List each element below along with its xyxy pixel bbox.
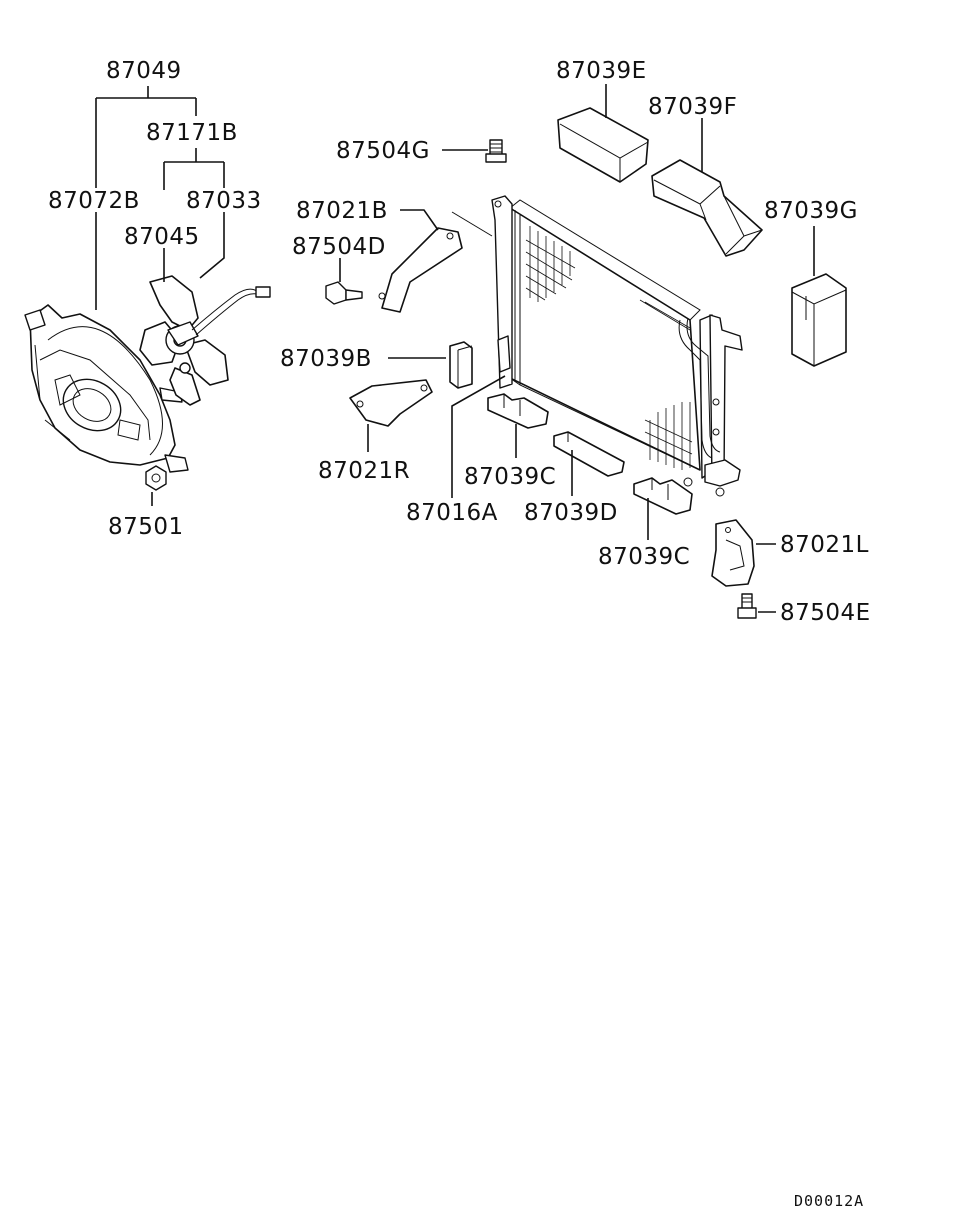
label-87039G: 87039G (764, 198, 858, 224)
nut-87501 (145, 465, 167, 491)
condenser-87016A (491, 195, 743, 497)
label-87039F: 87039F (648, 94, 737, 120)
fan-blade-87045 (139, 275, 229, 406)
label-87033: 87033 (186, 188, 262, 214)
pad-87039E (557, 84, 649, 183)
pad-87039B (388, 341, 473, 389)
fan-motor-87033 (167, 286, 271, 374)
leader-87016A (451, 375, 506, 498)
pad-87039D (553, 431, 625, 496)
label-87039C-lower: 87039C (598, 544, 690, 570)
drawing-code: D00012A (794, 1192, 864, 1210)
label-87021R: 87021R (318, 458, 410, 484)
bracket-87021L (711, 519, 776, 587)
pad-87039C-a (487, 393, 549, 458)
label-87021L: 87021L (780, 532, 869, 558)
label-87039D: 87039D (524, 500, 618, 526)
label-87504G: 87504G (336, 138, 430, 164)
label-87045: 87045 (124, 224, 200, 250)
label-87039C-upper: 87039C (464, 464, 556, 490)
label-87039B: 87039B (280, 346, 372, 372)
label-87501: 87501 (108, 514, 184, 540)
bolt-87504E (737, 593, 776, 619)
label-87049: 87049 (106, 58, 182, 84)
fan-shroud-87072B (24, 304, 189, 473)
bolt-87504D (325, 258, 363, 305)
bolt-87504G (442, 139, 507, 163)
pad-87039F (651, 118, 763, 257)
label-87016A: 87016A (406, 500, 498, 526)
leader-lines-fan (95, 86, 225, 506)
bracket-87021B (378, 209, 493, 313)
label-87171B: 87171B (146, 120, 238, 146)
label-87504D: 87504D (292, 234, 386, 260)
label-87504E: 87504E (780, 600, 871, 626)
pad-87039G (791, 226, 847, 367)
pad-87039C-b (633, 477, 693, 540)
label-87039E: 87039E (556, 58, 647, 84)
label-87072B: 87072B (48, 188, 140, 214)
bracket-87021R (349, 379, 433, 452)
part-labels: 87049 87171B 87072B 87033 87045 87501 87… (48, 58, 871, 626)
label-87021B: 87021B (296, 198, 388, 224)
